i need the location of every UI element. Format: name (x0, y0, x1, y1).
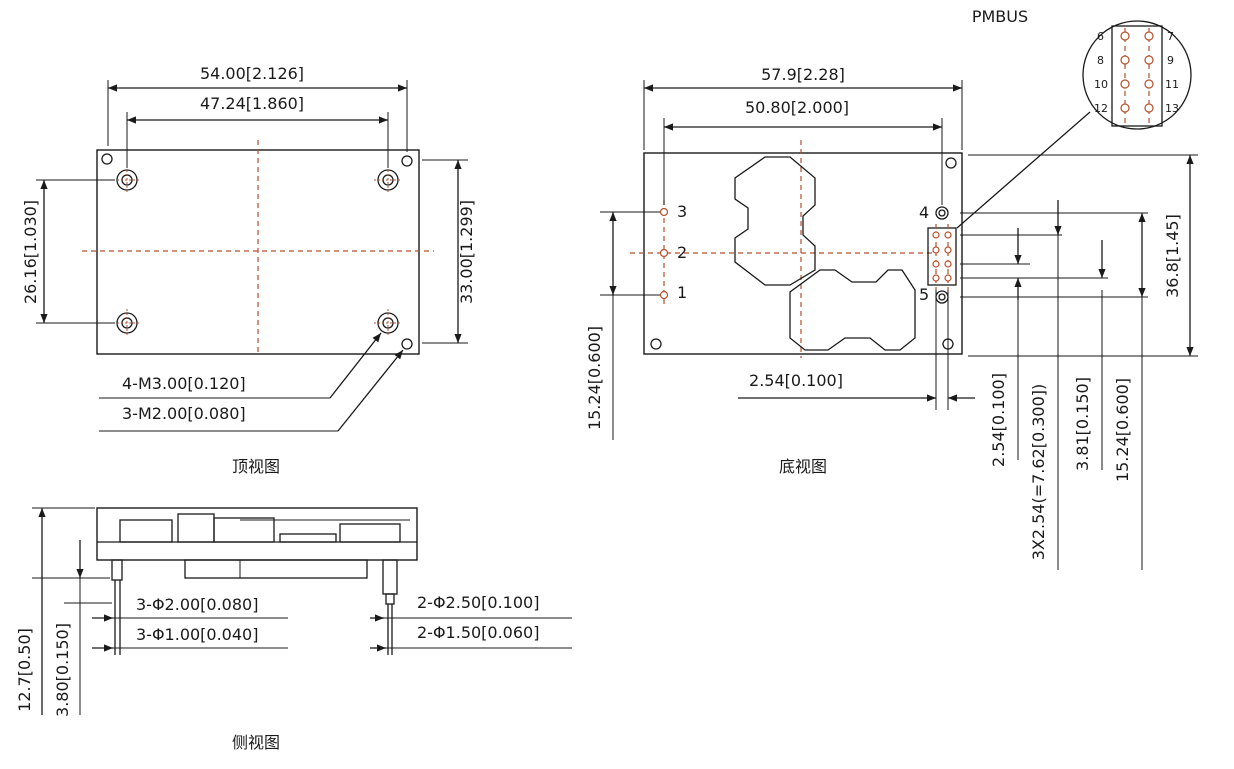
side-view-left-inner-callout: 3-Φ1.00[0.040] (136, 625, 258, 644)
bottom-view-magnetic-cutout-upper (734, 156, 816, 286)
pmbus-pin-label: 6 (1097, 30, 1104, 43)
top-view-hole-spacing-x-dim: 47.24[1.860] (200, 94, 304, 113)
bottom-view-pin-spacing-x-dim: 50.80[2.000] (745, 98, 849, 117)
bottom-view-overall-width-dim: 57.9[2.28] (761, 65, 845, 84)
top-view-m3-callout: 4-M3.00[0.120] (122, 374, 246, 393)
bottom-view-dim-v1: 2.54[0.100] (989, 373, 1008, 467)
bottom-view-pin-label-3: 3 (677, 202, 687, 221)
top-view-title: 顶视图 (232, 457, 280, 476)
side-view-pin-length-dim: 3.80[0.150] (53, 623, 72, 717)
bottom-view-left-pins-span-dim: 15.24[0.600] (585, 326, 604, 430)
bottom-view-pin-1 (659, 290, 669, 300)
pmbus-pin-label: 11 (1165, 78, 1179, 91)
top-view-overall-width-dim: 54.00[2.126] (200, 64, 304, 83)
pmbus-pin-label: 12 (1094, 102, 1108, 115)
top-view-m2-hole (401, 338, 413, 350)
top-view: 54.00[2.126] 47.24[1.860] 33.00[1.299] 2… (21, 64, 476, 476)
bottom-view-pin-label-1: 1 (677, 283, 687, 302)
pmbus-pin-label: 10 (1094, 78, 1108, 91)
top-view-m2-callout: 3-M2.00[0.080] (122, 404, 246, 423)
side-view-right-inner-callout: 2-Φ1.50[0.060] (417, 623, 539, 642)
top-view-overall-height-dim: 33.00[1.299] (457, 200, 476, 304)
bottom-view-pin-2 (659, 248, 669, 258)
bottom-view-corner-hole (945, 157, 957, 169)
bottom-view-corner-hole (650, 338, 662, 350)
top-view-m3-hole (374, 166, 402, 194)
bottom-view-magnetic-cutout-lower (789, 269, 916, 351)
bottom-view-pin-label-5: 5 (919, 285, 929, 304)
side-view-right-outer-callout: 2-Φ2.50[0.100] (417, 593, 539, 612)
top-view-hole-spacing-y-dim: 26.16[1.030] (21, 200, 40, 304)
bottom-view-pin-label-4: 4 (919, 203, 929, 222)
pmbus-pin-label: 13 (1165, 102, 1179, 115)
bottom-view-dim-v2: 3X2.54(=7.62[0.300]) (1029, 384, 1048, 561)
pmbus-detail-circle (1082, 20, 1192, 130)
pmbus-leader-line (956, 111, 1091, 229)
bottom-view-pmbus-connector (927, 227, 957, 286)
pmbus-pin-label: 7 (1167, 30, 1174, 43)
bottom-view-dim-v4: 15.24[0.600] (1113, 378, 1132, 482)
bottom-view: 1 2 3 4 5 57.9[2.28] 50.80[2.000] 36.8[1… (585, 65, 1198, 570)
pmbus-pin-label: 9 (1167, 54, 1174, 67)
bottom-view-pin-label-2: 2 (677, 243, 687, 262)
pmbus-detail: PMBUS 6 8 10 12 7 9 11 13 (956, 7, 1192, 229)
bottom-view-pin-3 (659, 207, 669, 217)
top-view-m3-hole (374, 309, 402, 337)
pmbus-pin-label: 8 (1097, 54, 1104, 67)
top-view-m2-hole (101, 153, 113, 165)
side-view-left-outer-callout: 3-Φ2.00[0.080] (136, 595, 258, 614)
side-view-housing (96, 507, 418, 561)
bottom-view-overall-height-dim: 36.8[1.45] (1163, 214, 1182, 298)
side-view-total-height-dim: 12.7[0.50] (15, 628, 34, 712)
bottom-view-pin-offset-dim: 2.54[0.100] (749, 371, 843, 390)
bottom-view-dim-v3: 3.81[0.150] (1073, 377, 1092, 471)
top-view-m2-hole (401, 155, 413, 167)
pmbus-title: PMBUS (972, 7, 1028, 26)
top-view-m3-hole (113, 166, 141, 194)
side-view-title: 侧视图 (232, 733, 280, 752)
bottom-view-title: 底视图 (779, 457, 827, 476)
side-view: 12.7[0.50] 3.80[0.150] 3-Φ2.00[0.080] 3-… (15, 507, 572, 752)
top-view-m3-hole (113, 309, 141, 337)
